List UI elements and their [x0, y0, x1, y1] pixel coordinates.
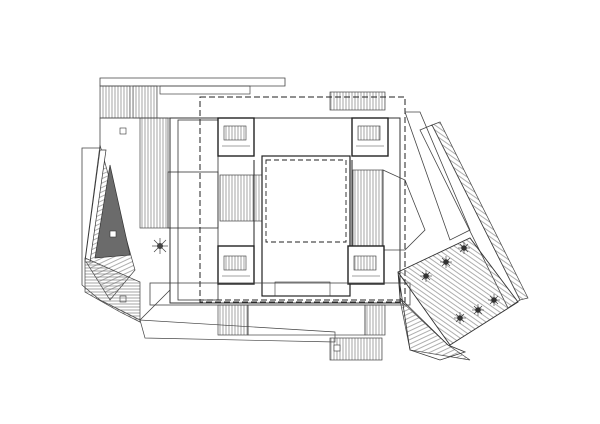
- central-courtyard: [261, 155, 351, 297]
- west-wing: [81, 117, 171, 323]
- tree-symbols: [420, 242, 500, 324]
- dashed-lower-boundary: [199, 299, 406, 302]
- top-roof-strip: [99, 77, 386, 119]
- dashed-upper-boundary: [199, 96, 406, 303]
- southeast-terrace: [397, 237, 519, 361]
- stair-details: [222, 145, 384, 277]
- core-nw: [217, 117, 255, 157]
- sun-symbol: [152, 238, 168, 254]
- main-building: [167, 117, 426, 304]
- core-sw: [217, 245, 255, 285]
- core-ne: [351, 117, 389, 157]
- core-se: [347, 245, 385, 285]
- south-zone: [139, 282, 411, 361]
- east-strips: [404, 111, 529, 309]
